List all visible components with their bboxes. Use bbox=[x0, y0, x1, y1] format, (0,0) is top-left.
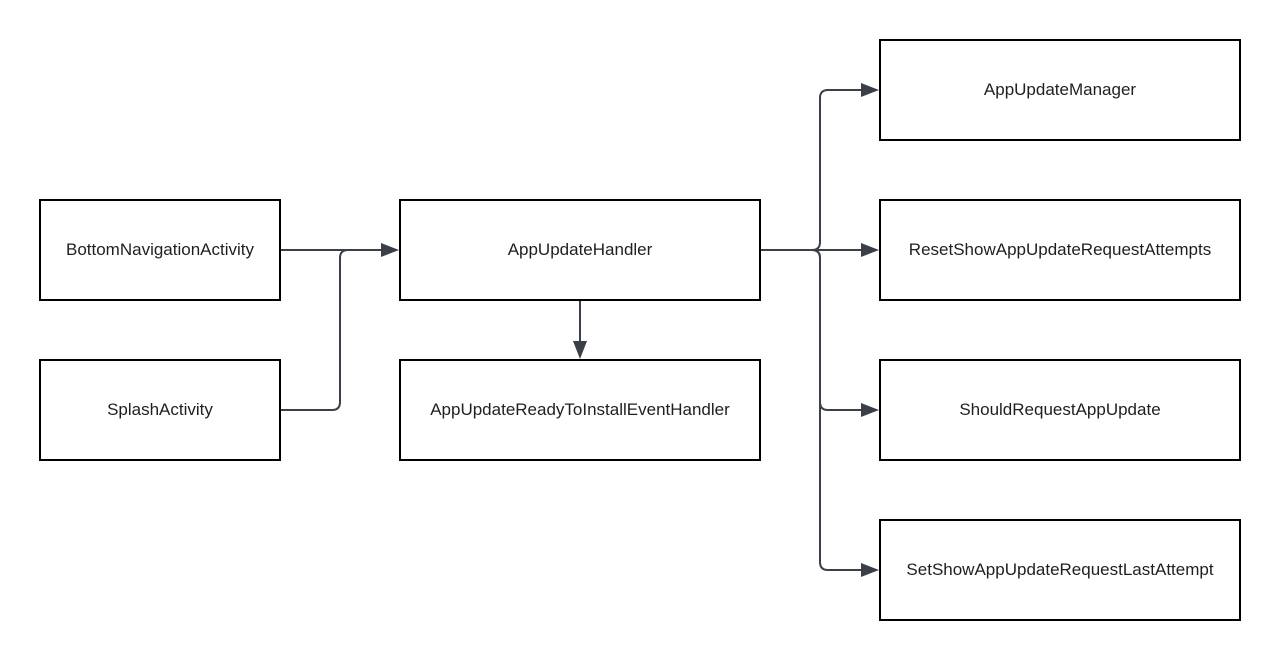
node-label: AppUpdateHandler bbox=[507, 240, 653, 259]
arrowhead-set-last-attempt bbox=[861, 563, 879, 577]
node-reset-show-app-update-request-attempts[interactable]: ResetShowAppUpdateRequestAttempts bbox=[879, 199, 1241, 301]
node-label: AppUpdateReadyToInstallEventHandler bbox=[430, 400, 730, 419]
edge-handler-to-set-last-attempt bbox=[761, 249, 864, 571]
node-label: SetShowAppUpdateRequestLastAttempt bbox=[906, 560, 1214, 579]
arrowhead-ready-to-install bbox=[573, 341, 587, 359]
node-label: BottomNavigationActivity bbox=[65, 240, 255, 259]
arrowhead-manager bbox=[861, 83, 879, 97]
arrowhead-reset-attempts bbox=[861, 243, 879, 257]
node-bottom-navigation-activity[interactable]: BottomNavigationActivity bbox=[39, 199, 281, 301]
edge-handler-to-should-request bbox=[761, 249, 864, 411]
node-label: ResetShowAppUpdateRequestAttempts bbox=[908, 240, 1212, 259]
node-label: ShouldRequestAppUpdate bbox=[959, 400, 1161, 419]
node-splash-activity[interactable]: SplashActivity bbox=[39, 359, 281, 461]
node-label: SplashActivity bbox=[107, 400, 213, 419]
node-set-show-app-update-request-last-attempt[interactable]: SetShowAppUpdateRequestLastAttempt bbox=[879, 519, 1241, 621]
arrowhead-handler-input bbox=[381, 243, 399, 257]
arrowhead-should-request bbox=[861, 403, 879, 417]
node-app-update-ready-to-install-event-handler[interactable]: AppUpdateReadyToInstallEventHandler bbox=[399, 359, 761, 461]
node-should-request-app-update[interactable]: ShouldRequestAppUpdate bbox=[879, 359, 1241, 461]
node-app-update-manager[interactable]: AppUpdateManager bbox=[879, 39, 1241, 141]
edge-handler-to-manager bbox=[761, 89, 864, 251]
node-label: AppUpdateManager bbox=[983, 80, 1137, 99]
edge-splash-to-handler bbox=[281, 249, 384, 411]
node-app-update-handler[interactable]: AppUpdateHandler bbox=[399, 199, 761, 301]
